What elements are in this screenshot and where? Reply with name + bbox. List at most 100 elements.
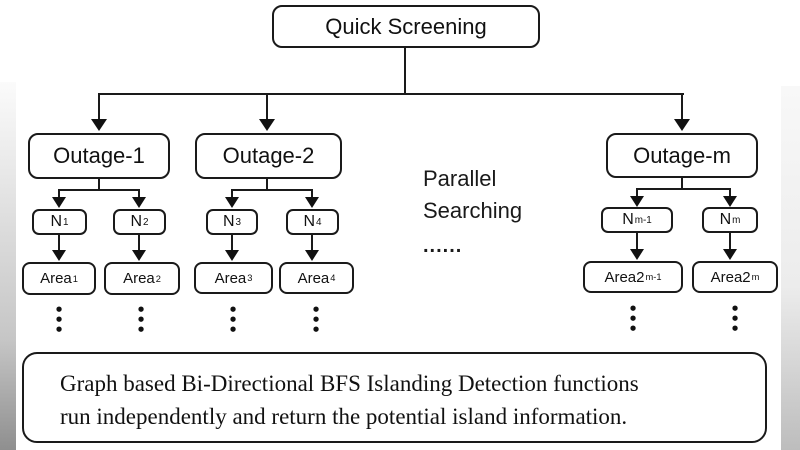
ellipsis-dot: • [730, 320, 740, 338]
connector-outage2-drop-n3 [231, 189, 233, 198]
node-quick-screening: Quick Screening [272, 5, 540, 48]
node-area1-label: Area [40, 270, 72, 287]
connector-outagem-drop-nm1 [636, 188, 638, 197]
ellipsis-dot: • [311, 311, 321, 329]
arrowhead-nm-1 [630, 196, 644, 207]
node-area1-subscript: 1 [72, 273, 78, 284]
footer-description-box: Graph based Bi-Directional BFS Islanding… [22, 352, 767, 443]
connector-outage1-drop-n2 [138, 189, 140, 198]
connector-n4-area4 [311, 235, 313, 251]
arrowhead-nm [723, 196, 737, 207]
node-nm-1-label: N [622, 211, 634, 228]
ellipsis-dot: • [54, 321, 64, 339]
node-nm-label: N [719, 211, 732, 228]
node-area2m-1-label: Area2 [604, 268, 645, 286]
ellipsis-dot: • [136, 321, 146, 339]
ellipsis-dot: • [730, 300, 740, 318]
parallel-note-line2: Searching [423, 198, 523, 223]
connector-n1-area1 [58, 235, 60, 251]
node-area3-label: Area [214, 269, 247, 287]
ellipsis-dot: • [628, 310, 638, 328]
connector-outage2-drop-n4 [311, 189, 313, 198]
ellipsis-dot: • [54, 311, 64, 329]
footer-line1: Graph based Bi-Directional BFS Islanding… [60, 371, 639, 396]
arrowhead-area4 [305, 250, 319, 261]
connector-drop-outage-2 [266, 95, 268, 120]
node-n3-label: N [222, 213, 235, 230]
arrowhead-area3 [225, 250, 239, 261]
node-n3-subscript: 3 [235, 216, 242, 228]
right-edge-shadow [781, 86, 800, 450]
parallel-note-ellipsis: ...... [423, 235, 463, 257]
node-area2-subscript: 2 [155, 273, 161, 284]
footer-line2: run independently and return the potenti… [60, 404, 628, 429]
connector-main-horizontal [98, 93, 684, 95]
connector-outage1-drop-n1 [58, 189, 60, 198]
ellipsis-dot: • [628, 320, 638, 338]
arrowhead-outage-1 [91, 119, 107, 131]
arrowhead-n1 [52, 197, 66, 208]
ellipsis-dot: • [628, 300, 638, 318]
node-n4-label: N [303, 213, 316, 230]
arrowhead-outage-2 [259, 119, 275, 131]
arrowhead-area2 [132, 250, 146, 261]
node-area2-label: Area [123, 270, 155, 287]
node-area2m-label: Area2 [710, 268, 751, 286]
connector-outagem-stem [681, 178, 683, 189]
node-area3-subscript: 3 [247, 273, 253, 283]
left-edge-shadow [0, 82, 16, 450]
vertical-ellipsis-area2m: • • • [729, 300, 741, 338]
ellipsis-dot: • [311, 301, 321, 319]
connector-nm1-area2m1 [636, 233, 638, 250]
vertical-ellipsis-area2: • • • [135, 301, 147, 339]
arrowhead-outage-m [674, 119, 690, 131]
ellipsis-dot: • [228, 321, 238, 339]
connector-outage2-split [231, 189, 313, 191]
node-area4-label: Area [297, 269, 330, 287]
vertical-ellipsis-area3: • • • [227, 301, 239, 339]
connector-n3-area3 [231, 235, 233, 251]
arrowhead-n4 [305, 197, 319, 208]
parallel-searching-note: Parallel Searching ...... [423, 163, 563, 256]
connector-n2-area2 [138, 235, 140, 251]
ellipsis-dot: • [228, 311, 238, 329]
arrowhead-area2m [723, 249, 737, 260]
node-outage-m: Outage-m [606, 133, 758, 178]
node-area2m-1-subscript: m-1 [645, 272, 662, 282]
connector-outage2-stem [266, 179, 268, 190]
vertical-ellipsis-area1: • • • [53, 301, 65, 339]
node-n1-label: N [50, 213, 63, 230]
ellipsis-dot: • [311, 321, 321, 339]
connector-root-stem [404, 48, 406, 94]
node-outage-1: Outage-1 [28, 133, 170, 179]
node-outage-2: Outage-2 [195, 133, 342, 179]
arrowhead-area1 [52, 250, 66, 261]
connector-nm-area2m [729, 233, 731, 250]
ellipsis-dot: • [730, 310, 740, 328]
node-n2-subscript: 2 [143, 216, 149, 228]
vertical-ellipsis-area4: • • • [310, 301, 322, 339]
connector-outagem-drop-nm [729, 188, 731, 197]
connector-outage1-stem [98, 179, 100, 190]
node-nm-subscript: m [732, 214, 741, 226]
ellipsis-dot: • [228, 301, 238, 319]
node-area2m-subscript: m [751, 272, 760, 282]
parallel-note-line1: Parallel [423, 166, 497, 191]
connector-outagem-split [636, 188, 731, 190]
ellipsis-dot: • [136, 301, 146, 319]
ellipsis-dot: • [54, 301, 64, 319]
node-nm-1-subscript: m-1 [634, 214, 652, 226]
node-area4-subscript: 4 [330, 273, 336, 283]
